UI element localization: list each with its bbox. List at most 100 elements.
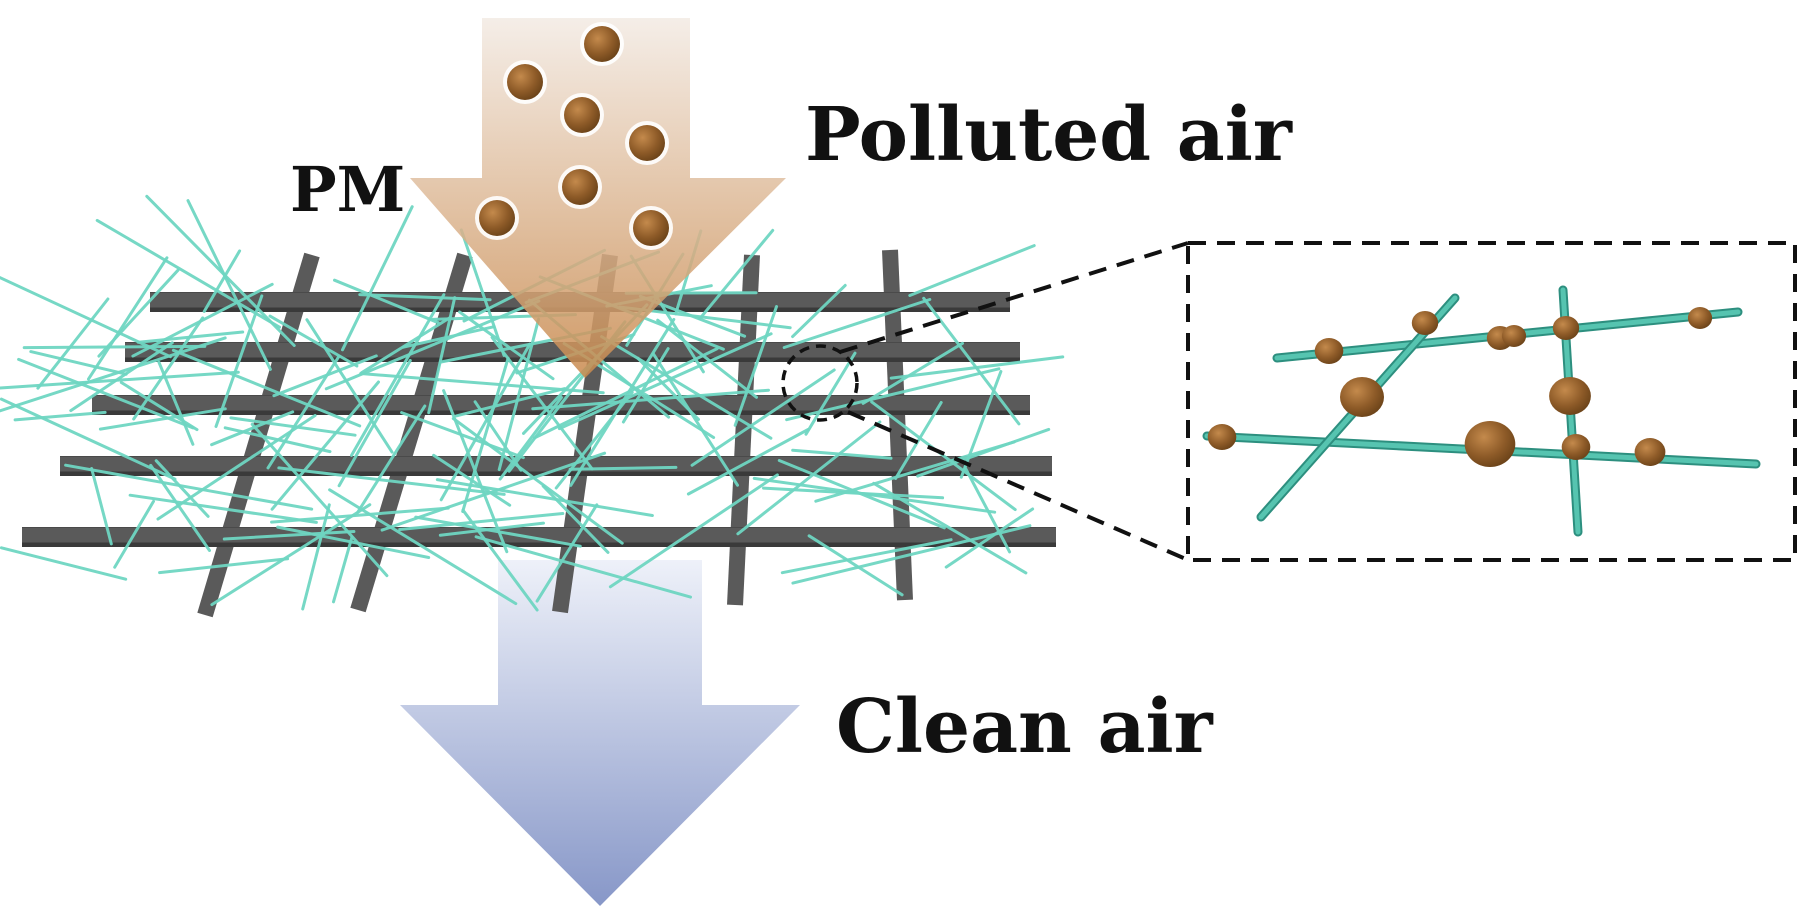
nanofiber <box>861 341 964 405</box>
nanofiber <box>250 422 389 578</box>
nanofiber <box>171 348 362 428</box>
pm-particle-icon <box>629 125 665 161</box>
nanofiber <box>0 275 172 359</box>
nanofiber <box>360 316 452 375</box>
nanofiber <box>154 459 210 518</box>
nanofiber <box>128 493 318 524</box>
pm-particle-icon <box>564 97 600 133</box>
nanofiber <box>791 448 893 460</box>
nanofiber <box>17 357 195 430</box>
nanofiber <box>149 463 211 552</box>
captured-particle-icon <box>1411 311 1439 335</box>
nanofiber <box>268 314 359 368</box>
nanofiber <box>908 244 1036 297</box>
nanofiber <box>119 381 199 432</box>
captured-particle-icon <box>1501 325 1527 347</box>
grid-bar-vertical <box>350 252 473 613</box>
nanofiber <box>358 293 492 302</box>
nanofiber <box>222 530 356 541</box>
nanofiber <box>733 305 778 427</box>
nanofiber <box>944 507 1035 569</box>
nanofiber <box>498 396 563 481</box>
nanofiber <box>356 404 427 514</box>
nanofiber <box>752 476 997 514</box>
nanofiber <box>656 318 758 399</box>
nanofiber <box>0 397 177 481</box>
nanofiber <box>432 453 512 507</box>
nanofiber <box>435 478 654 517</box>
nanofiber <box>22 344 207 350</box>
nanofiber <box>785 367 1001 422</box>
nanofiber <box>0 336 227 413</box>
nanofiber <box>474 535 692 599</box>
nanofiber <box>337 359 412 488</box>
nanofiber <box>535 503 599 603</box>
nanofiber <box>332 535 354 604</box>
nanofiber <box>305 318 394 454</box>
nanofiber <box>791 524 1032 585</box>
nanofiber <box>202 249 242 313</box>
nanofiber <box>782 298 932 349</box>
nanofiber <box>458 310 555 381</box>
nanofiber <box>36 297 110 390</box>
nanofiber <box>214 294 264 428</box>
nanofiber <box>557 332 773 431</box>
nanofiber <box>131 282 274 358</box>
inset-captured-particles <box>1207 307 1713 467</box>
nanofiber <box>90 467 113 546</box>
nanofiber <box>64 463 314 511</box>
nanofiber <box>13 410 107 422</box>
polluted-air-label: Polluted air <box>805 92 1293 178</box>
pm-particles <box>475 22 673 250</box>
pm-particle-icon <box>584 26 620 62</box>
zoom-connector-lines <box>839 241 1189 562</box>
captured-particle-icon <box>1549 377 1591 415</box>
nanofiber <box>473 400 523 472</box>
nanofiber <box>333 278 440 325</box>
clean-air-label: Clean air <box>836 684 1214 770</box>
nanofiber <box>870 400 1017 512</box>
nanofiber <box>780 538 953 575</box>
nanofiber <box>636 356 700 421</box>
pm-particle-icon <box>479 200 515 236</box>
nanofiber <box>341 205 414 352</box>
nanofiber <box>0 546 128 581</box>
nanofiber <box>736 420 882 536</box>
captured-particle-icon <box>1207 424 1237 450</box>
nanofiber <box>186 199 272 371</box>
captured-particle-icon <box>1561 434 1591 460</box>
captured-particle-icon <box>1687 307 1713 329</box>
nanofiber <box>608 473 779 589</box>
nanofiber <box>554 390 634 490</box>
nanofiber <box>95 218 281 329</box>
pm-particle-icon <box>633 210 669 246</box>
nanofiber <box>301 503 331 611</box>
captured-particle-icon <box>1464 421 1516 467</box>
nanofiber <box>0 370 240 390</box>
nanofiber <box>807 534 904 597</box>
nanofiber <box>541 484 610 554</box>
nanofiber <box>621 347 670 424</box>
pm-particle-icon <box>507 64 543 100</box>
nanofiber <box>461 508 539 612</box>
nanofiber <box>600 335 773 440</box>
nanofiber <box>791 283 847 339</box>
nanofiber <box>963 465 1012 554</box>
captured-particle-icon <box>1552 316 1580 340</box>
nanofiber <box>568 465 678 471</box>
clean-air-arrow <box>400 560 800 906</box>
nanofiber <box>454 387 567 418</box>
nanofiber <box>438 521 545 537</box>
nanofiber <box>266 355 341 470</box>
nanofiber <box>132 316 205 421</box>
nanofiber <box>210 410 295 447</box>
nanofiber <box>533 347 719 440</box>
nanofiber <box>686 428 810 496</box>
nanofiber <box>451 417 624 545</box>
nanofiber <box>804 351 857 436</box>
nanofiber <box>276 525 431 559</box>
nanofiber <box>69 341 174 413</box>
nanofiber <box>223 426 332 454</box>
